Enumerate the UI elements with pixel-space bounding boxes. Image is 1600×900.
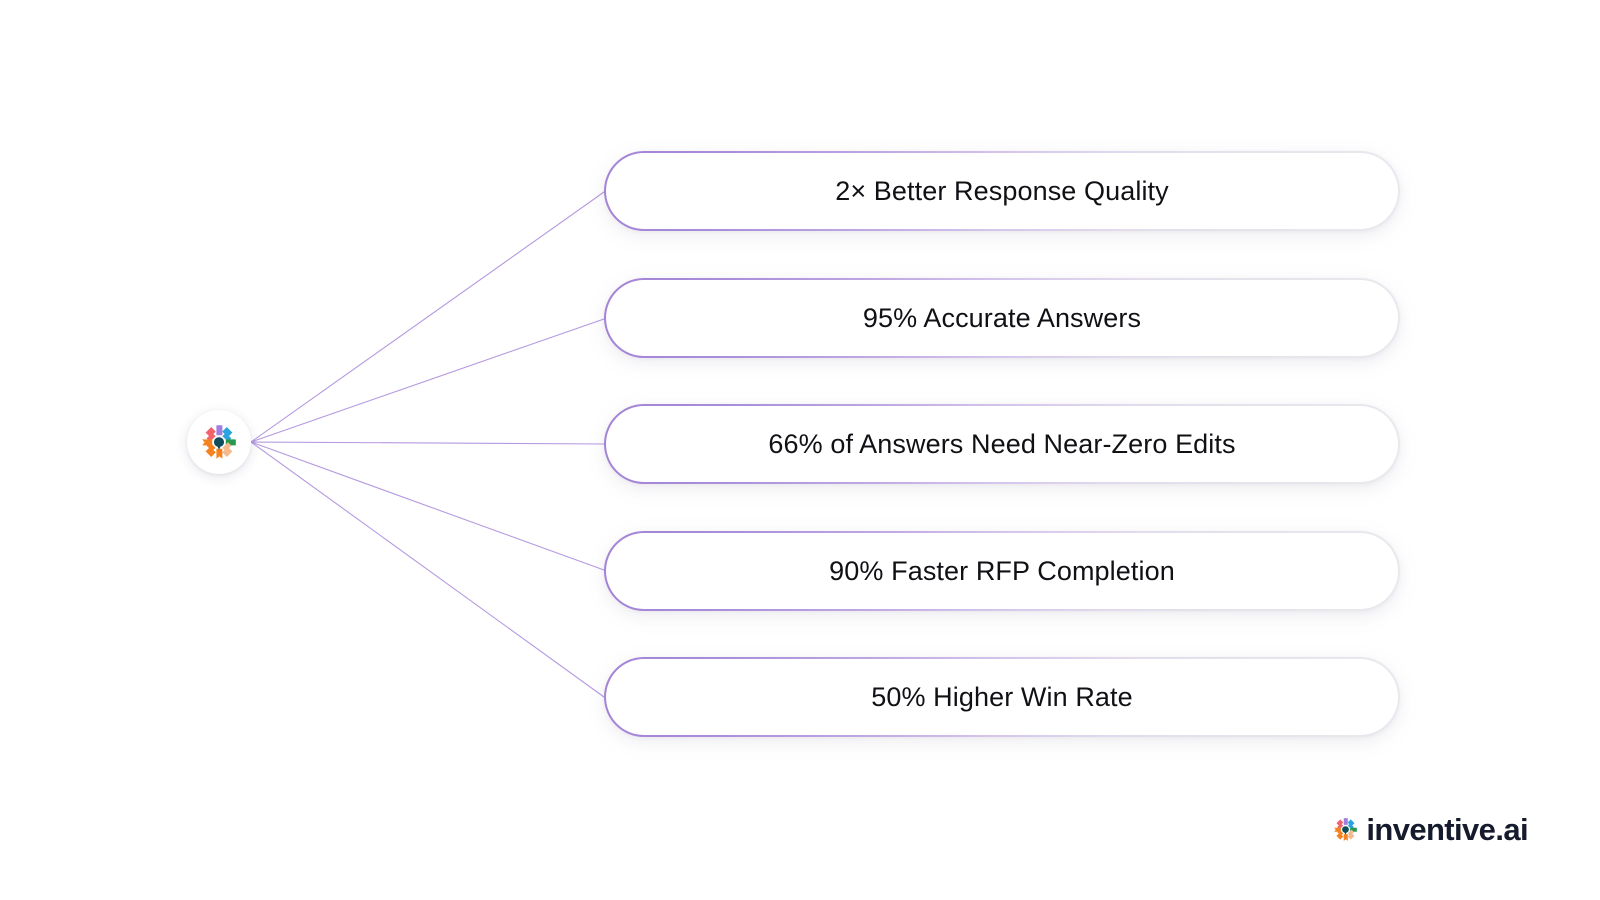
benefit-pill[interactable]: 50% Higher Win Rate bbox=[604, 657, 1400, 737]
benefit-pill[interactable]: 2× Better Response Quality bbox=[604, 151, 1400, 231]
benefit-pill[interactable]: 66% of Answers Need Near-Zero Edits bbox=[604, 404, 1400, 484]
benefit-label: 66% of Answers Need Near-Zero Edits bbox=[768, 428, 1236, 459]
brand-name: inventive.ai bbox=[1366, 812, 1528, 847]
benefit-label: 2× Better Response Quality bbox=[835, 175, 1169, 206]
connector-line-2 bbox=[250, 318, 605, 443]
benefit-pill[interactable]: 90% Faster RFP Completion bbox=[604, 531, 1400, 611]
inventive-radial-logo-icon bbox=[202, 425, 236, 459]
connector-line-5 bbox=[250, 441, 605, 698]
inventive-radial-logo-icon bbox=[1334, 818, 1358, 841]
connector-line-4 bbox=[250, 441, 605, 571]
benefit-label: 90% Faster RFP Completion bbox=[829, 555, 1175, 586]
benefit-label: 95% Accurate Answers bbox=[862, 302, 1142, 333]
brand-wordmark: inventive.ai bbox=[1332, 812, 1529, 847]
connector-line-1 bbox=[250, 191, 605, 443]
hub-node[interactable] bbox=[187, 410, 251, 474]
connector-line-3 bbox=[250, 441, 605, 445]
benefit-pill[interactable]: 95% Accurate Answers bbox=[604, 278, 1400, 358]
benefit-label: 50% Higher Win Rate bbox=[871, 681, 1133, 712]
